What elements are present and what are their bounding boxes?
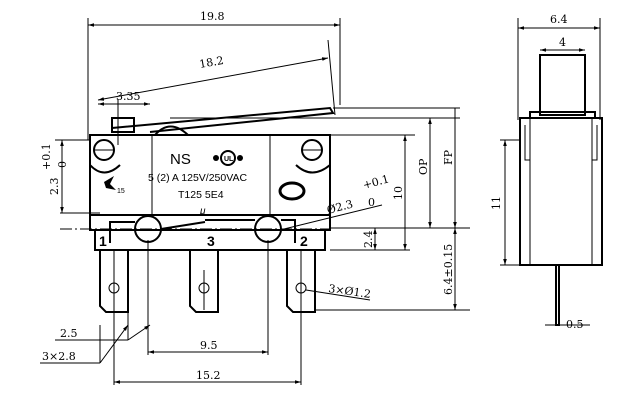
terminal-length-label: 6.4±0.15 [442,244,455,295]
hole-spacing-label: 9.5 [200,339,218,352]
terminal-hole-label: 3×Ø1.2 [328,282,372,301]
terminal-thickness-label: 0.5 [566,318,584,331]
approval-mark-icon [278,181,306,201]
body-height-label: 10 [392,186,405,200]
side-body [519,117,603,266]
width-label: 6.4 [550,13,568,26]
plunger [539,54,586,116]
terminals [99,240,316,385]
side-terminal [555,264,560,326]
ul-cert-icon [213,150,243,166]
cycles-marking: 15 [117,188,125,195]
button-width-label: 4 [559,36,566,49]
overall-length-label: 19.8 [200,10,225,23]
mount-hole-height-tol-plus: +0.1 [40,143,53,170]
cqc-mark-icon [104,176,116,190]
height-label: 11 [490,196,503,210]
fp-label: FP [442,149,455,165]
terminal-edge-label: 2.5 [60,327,78,340]
rating-marking: 5 (2) A 125V/250VAC [148,172,247,184]
terminal-label-3: 3 [207,233,215,249]
terminal-offset-label: 2.4 [362,231,375,249]
code-marking: T125 5E4 [178,189,224,201]
terminal-span-label: 15.2 [196,369,221,382]
lever-length-label: 18.2 [198,54,224,71]
mount-hole-height-tol-minus: 0 [56,161,69,168]
mount-hole-height-label: 2.3 [48,178,61,196]
brand-marking: NS [170,151,191,168]
side-view: 6.4 4 11 0.5 [490,13,603,331]
terminal-label-2: 2 [300,233,308,249]
terminal-width-label: 3×2.8 [42,350,76,363]
front-view: 19.8 18.2 3.35 NS UL 5 (2) A 125V/250VAC… [40,10,470,385]
lever [111,106,335,133]
cert-mark-text: UL [224,156,234,163]
mount-hole-dia-tol-minus: 0 [368,196,375,209]
lever-offset-label: 3.35 [116,90,141,103]
mount-hole-dia-tol: +0.1 [361,172,390,191]
micro-symbol: μ [199,206,206,217]
op-label: OP [417,158,430,175]
terminal-label-1: 1 [99,233,107,249]
